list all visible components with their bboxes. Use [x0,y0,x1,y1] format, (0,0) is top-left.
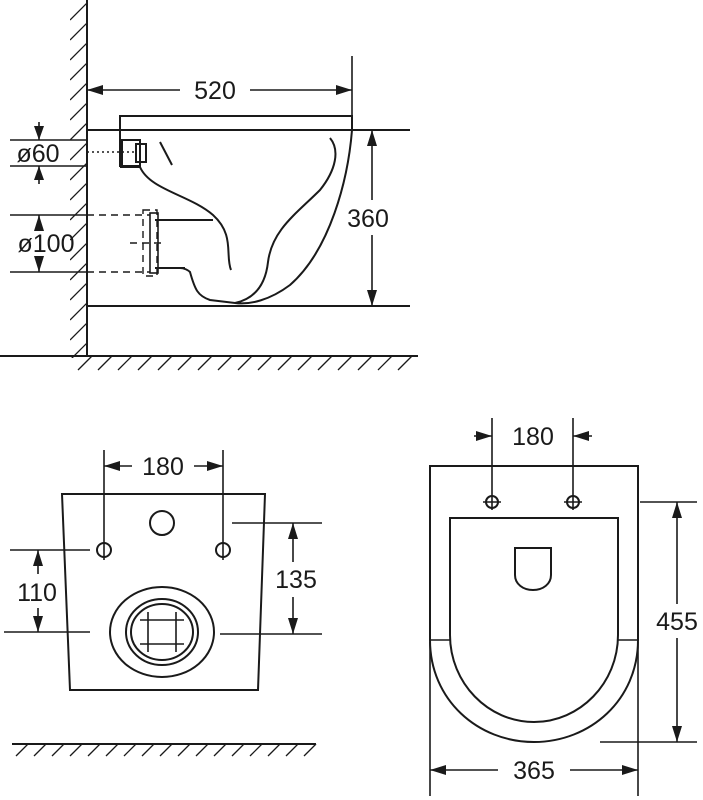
lower-pipe-label: ø100 [18,230,75,258]
toilet-side-outline [87,115,410,307]
floor-hatching [0,355,418,371]
rear-right-height-label: 135 [275,566,317,594]
rear-floor-hatching [12,743,317,757]
dimension-upper-pipe: ø60 [10,122,87,184]
dimension-rear-left-height: 110 [4,549,90,633]
upper-pipe-label: ø60 [16,140,59,168]
dimension-height-side: 360 [347,130,389,306]
pipe-hidden-lines [87,151,165,277]
rear-view: 180 110 135 [4,450,322,757]
dimension-top-length: 455 [600,501,698,743]
side-view: 520 360 ø60 ø100 [0,0,418,371]
dimension-top-width: 365 [429,642,639,796]
dimension-width-side: 520 [87,56,353,116]
top-bolt-spacing-label: 180 [512,423,554,451]
rear-left-height-label: 110 [17,579,57,607]
side-height-label: 360 [347,205,389,233]
rear-outline [60,493,267,691]
top-length-label: 455 [656,608,698,636]
dimension-rear-bolt-spacing: 180 [103,450,224,560]
rear-bolt-spacing-label: 180 [142,453,184,481]
top-view: 180 455 365 [429,418,698,796]
dimension-lower-pipe: ø100 [10,214,87,273]
top-outline [429,465,639,744]
top-width-label: 365 [513,757,555,785]
dimension-rear-right-height: 135 [220,522,322,635]
side-width-label: 520 [194,77,236,105]
dimension-top-bolt-spacing: 180 [474,418,592,510]
